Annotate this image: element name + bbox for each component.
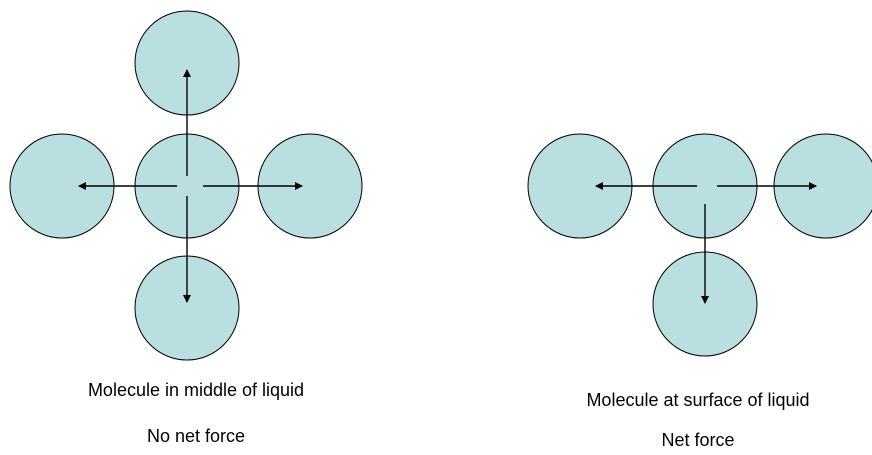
right-caption-line2: Net force <box>661 430 734 450</box>
left-caption-line2: No net force <box>147 426 245 446</box>
left-caption-line1: Molecule in middle of liquid <box>88 380 304 400</box>
left-panel: Molecule in middle of liquid No net forc… <box>9 10 363 446</box>
right-panel: Molecule at surface of liquid Net force <box>527 133 872 450</box>
right-caption-line1: Molecule at surface of liquid <box>586 390 809 410</box>
